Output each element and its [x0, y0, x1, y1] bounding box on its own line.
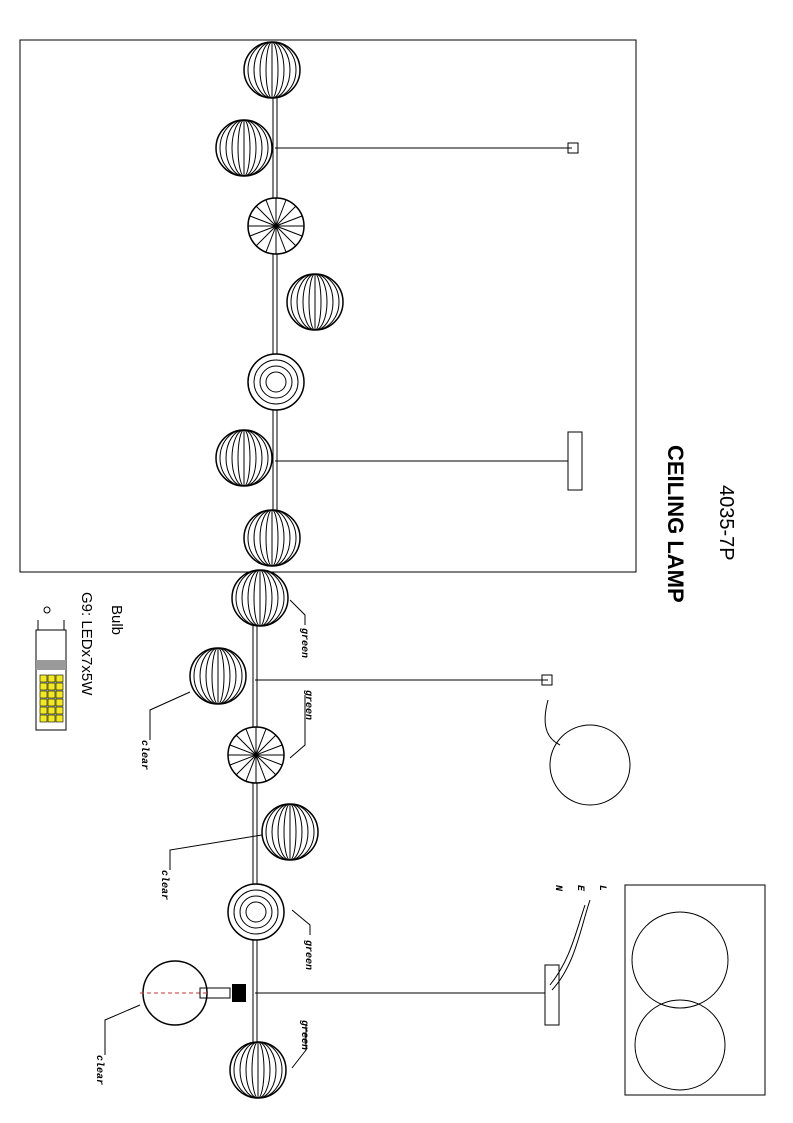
svg-text:clear: clear	[93, 1055, 105, 1085]
globe	[247, 197, 305, 255]
canopy	[544, 964, 560, 1026]
detail-hook	[549, 724, 631, 806]
bulb-spec: G9: LEDx7x5W	[78, 592, 95, 696]
led-chip	[55, 690, 64, 699]
led-chip	[47, 690, 56, 699]
led-chip	[47, 698, 56, 707]
canopy-small	[567, 142, 579, 154]
svg-text:green: green	[302, 690, 313, 720]
led-chip	[39, 714, 48, 723]
led-chip	[39, 706, 48, 715]
bulb-heading: Bulb	[108, 605, 125, 635]
led-chip	[39, 698, 48, 707]
globe	[215, 119, 273, 177]
svg-text:N: N	[552, 885, 563, 892]
overview-frame	[19, 39, 637, 573]
canopy	[567, 431, 583, 491]
led-chip	[55, 698, 64, 707]
led-chip	[55, 714, 64, 723]
led-chip	[39, 682, 48, 691]
led-chip	[55, 706, 64, 715]
svg-text:green: green	[302, 940, 313, 970]
led-chip	[39, 690, 48, 699]
svg-text:green: green	[298, 628, 309, 658]
globe	[243, 41, 301, 99]
g9-bulb-icon	[35, 620, 67, 731]
product-name: CEILING LAMP	[663, 445, 688, 603]
wiring-detail-box	[624, 884, 766, 1096]
led-chip	[55, 674, 64, 683]
globe	[286, 273, 344, 331]
color-labels: green green green green clear clear clea…	[93, 628, 313, 1085]
led-chip	[47, 682, 56, 691]
bulb-symbol	[43, 606, 51, 614]
globe	[215, 429, 273, 487]
led-chip	[47, 674, 56, 683]
globe	[247, 353, 305, 411]
svg-text:L: L	[596, 885, 607, 891]
globe	[243, 509, 301, 567]
svg-text:green: green	[298, 1020, 309, 1050]
led-chip	[47, 714, 56, 723]
svg-text:E: E	[574, 885, 585, 892]
model-number: 4035-7P	[715, 485, 737, 561]
led-chip	[47, 706, 56, 715]
led-chip	[55, 682, 64, 691]
svg-text:clear: clear	[138, 740, 150, 770]
led-chip	[39, 674, 48, 683]
svg-text:clear: clear	[158, 870, 170, 900]
